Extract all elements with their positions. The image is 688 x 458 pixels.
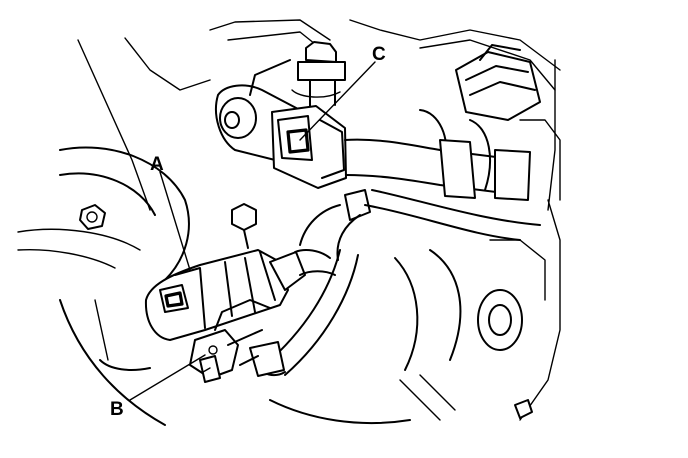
connector-c <box>271 105 347 189</box>
left-housing <box>17 146 190 426</box>
clip-b <box>189 299 271 383</box>
leader-lines <box>129 61 376 401</box>
leader-line-a <box>159 171 191 271</box>
wire-harness <box>249 249 359 377</box>
top-right-coupler <box>455 44 541 121</box>
leader-line-c <box>299 61 376 141</box>
callout-c: C <box>372 44 386 65</box>
engine-block-outline <box>77 19 561 421</box>
sensor-a <box>144 249 336 341</box>
upper-hose <box>344 109 531 201</box>
lower-housing <box>269 249 533 425</box>
mid-hose-loop <box>299 189 541 261</box>
leader-line-b <box>129 354 206 401</box>
callout-a: A <box>150 154 164 175</box>
small-bolt <box>231 203 257 249</box>
top-bolt <box>291 41 346 111</box>
callout-b: B <box>110 399 124 420</box>
